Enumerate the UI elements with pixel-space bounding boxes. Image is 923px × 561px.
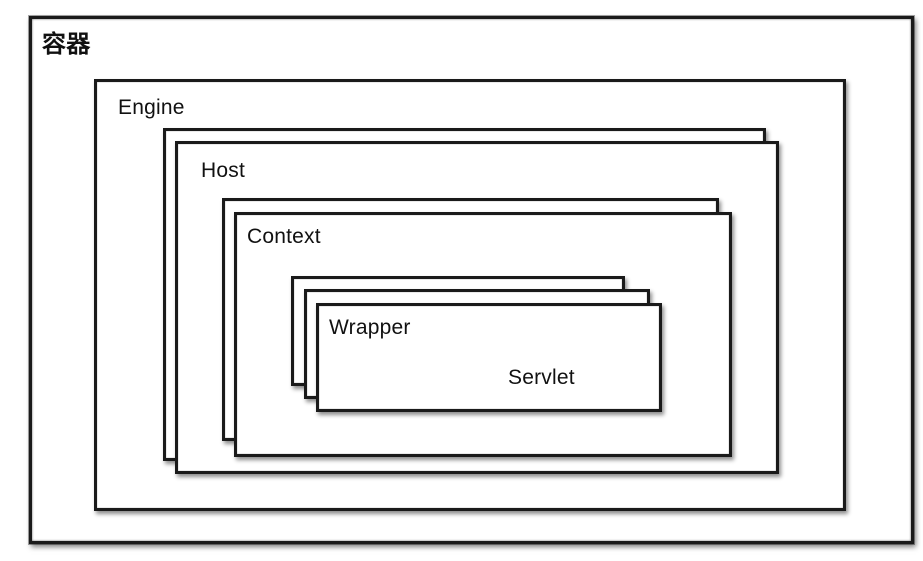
wrapper-label: Wrapper bbox=[329, 316, 411, 339]
context-label: Context bbox=[247, 225, 321, 248]
wrapper-box bbox=[316, 303, 662, 412]
engine-label: Engine bbox=[118, 96, 185, 119]
container-label: 容器 bbox=[42, 30, 91, 58]
servlet-label: Servlet bbox=[508, 366, 575, 389]
host-label: Host bbox=[201, 159, 245, 182]
